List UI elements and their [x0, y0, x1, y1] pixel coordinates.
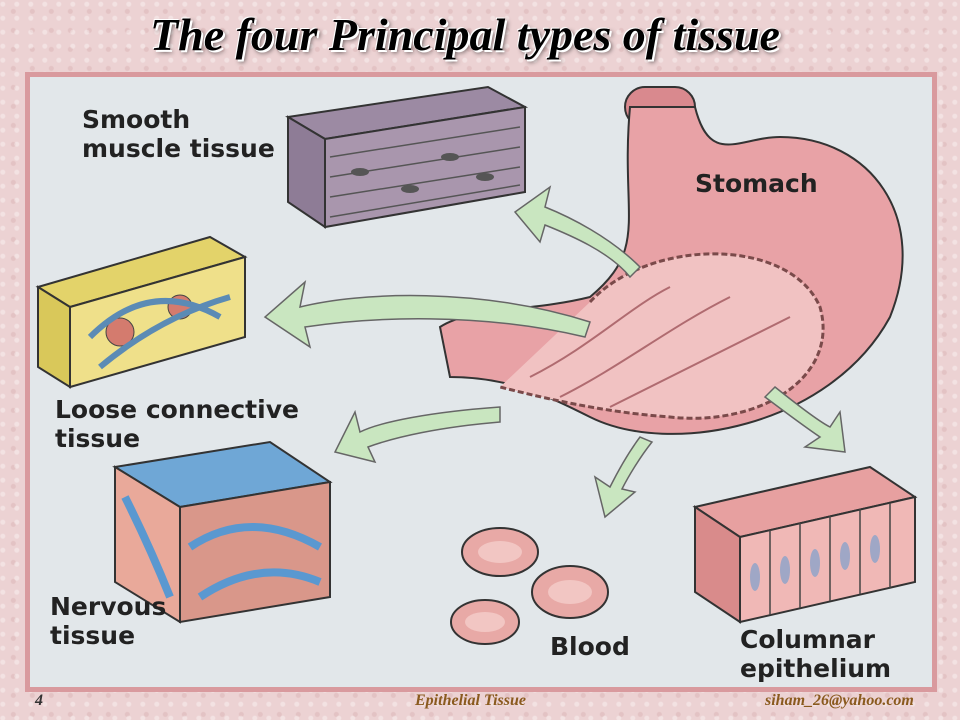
label-stomach: Stomach: [695, 169, 818, 198]
smooth-muscle-block: [285, 85, 529, 229]
footer-topic: Epithelial Tissue: [415, 692, 526, 709]
page-number: 4: [35, 692, 43, 709]
footer-email: siham_26@yahoo.com: [765, 692, 914, 709]
label-blood: Blood: [550, 632, 630, 661]
arrow-to-smooth-muscle: [513, 185, 642, 279]
arrow-to-blood: [593, 436, 654, 519]
slide-title: The four Principal types of tissue: [150, 9, 780, 60]
nervous-block: [112, 440, 333, 624]
arrow-to-connective: [263, 279, 591, 349]
columnar-epithelium-block: [692, 465, 918, 624]
blood-cells: [450, 527, 609, 645]
tissue-diagram: [35, 85, 918, 645]
stomach-illustration: [438, 86, 904, 435]
label-columnar: Columnar epithelium: [740, 625, 892, 683]
label-loose-connective: Loose connective tissue: [55, 395, 299, 453]
arrow-to-columnar: [763, 385, 846, 453]
arrows: [263, 185, 846, 519]
arrow-to-nervous: [333, 406, 501, 464]
label-smooth-muscle: Smooth muscle tissue: [82, 105, 275, 163]
label-nervous: Nervous tissue: [50, 592, 167, 650]
loose-connective-block: [35, 235, 248, 389]
diagram-frame: Smooth muscle tissue Stomach Loose conne…: [25, 72, 937, 692]
